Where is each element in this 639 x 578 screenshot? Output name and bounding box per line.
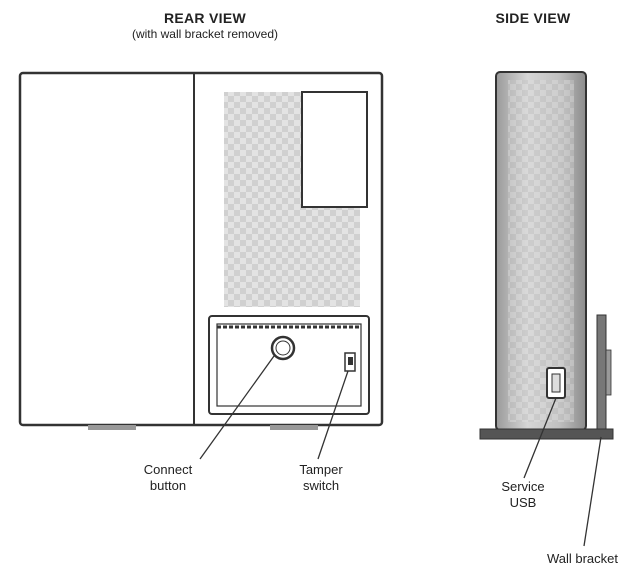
connect-button-label: Connect button: [128, 462, 208, 494]
connect-button-label-line1: Connect: [143, 462, 193, 477]
rear-view-subtitle: (with wall bracket removed): [131, 27, 279, 41]
rear-view-title: REAR VIEW: [163, 10, 247, 26]
service-usb-label-line2: USB: [509, 495, 537, 510]
connect-button-label-line2: button: [149, 478, 187, 493]
rear-port-panel-inner: [216, 323, 362, 407]
service-usb-slot: [551, 373, 561, 393]
service-usb-leader: [523, 397, 557, 479]
wall-bracket: [596, 314, 607, 438]
tamper-switch-label-line1: Tamper: [299, 462, 343, 477]
wall-bracket-leader: [583, 436, 602, 547]
side-view: [479, 71, 614, 547]
rear-display-window: [301, 91, 368, 208]
rear-port-panel: [208, 315, 370, 415]
wall-bracket-flange: [605, 349, 612, 396]
connect-button-center: [275, 340, 291, 356]
connect-button-leader: [199, 355, 275, 460]
tamper-switch-tab: [348, 357, 353, 365]
rear-foot-right: [270, 425, 318, 430]
service-usb-label-line1: Service: [501, 479, 545, 494]
service-usb-label: Service USB: [488, 479, 558, 511]
tamper-switch-label: Tamper switch: [286, 462, 356, 494]
wall-bracket-label: Wall bracket: [546, 551, 619, 566]
rear-view: [18, 71, 384, 460]
tamper-switch-label-line2: switch: [302, 478, 340, 493]
side-housing-band: [508, 80, 574, 422]
rear-foot-left: [88, 425, 136, 430]
side-base-plate: [479, 428, 614, 440]
tamper-switch-leader: [317, 370, 349, 460]
side-view-title: SIDE VIEW: [495, 10, 571, 26]
